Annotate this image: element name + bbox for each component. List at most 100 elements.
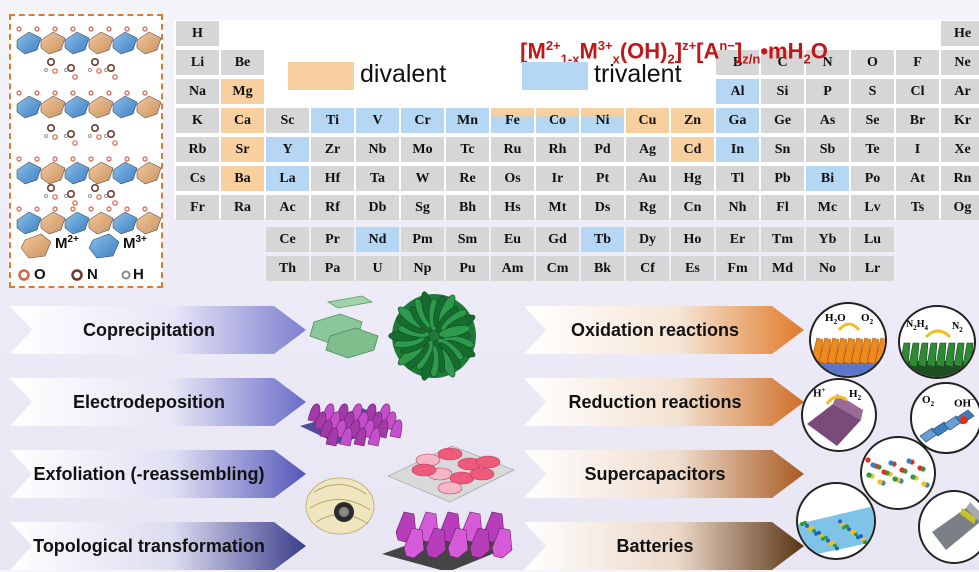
element-na: Na: [176, 79, 219, 104]
methods-arrow-2: Exfoliation (-reassembling): [10, 448, 308, 500]
element-ar: Ar: [941, 79, 979, 104]
topological-nanoplates-illustration: [382, 511, 513, 570]
nitrogen-product-label: N2: [952, 321, 963, 334]
element-ti: Ti: [311, 108, 354, 133]
element-mg: Mg: [221, 79, 264, 104]
element-al: Al: [716, 79, 759, 104]
element-be: Be: [221, 50, 264, 75]
element-n: N: [806, 50, 849, 75]
element-ho: Ho: [671, 227, 714, 252]
m2-octahedron-icon: [20, 233, 52, 259]
hexagonal-nanosheets-illustration: [309, 295, 379, 359]
element-nd: Nd: [356, 227, 399, 252]
element-ta: Ta: [356, 166, 399, 191]
element-as: As: [806, 108, 849, 133]
element-ni: Ni: [581, 108, 624, 133]
element-u: U: [356, 256, 399, 281]
element-c: C: [761, 50, 804, 75]
element-o: O: [851, 50, 894, 75]
element-zr: Zr: [311, 137, 354, 162]
element-lv: Lv: [851, 195, 894, 220]
applications-arrow-3: Batteries: [524, 520, 806, 572]
element-br: Br: [896, 108, 939, 133]
element-cr: Cr: [401, 108, 444, 133]
element-bi: Bi: [806, 166, 849, 191]
element-v: V: [356, 108, 399, 133]
methods-label-1: Electrodeposition: [72, 391, 225, 412]
element-tl: Tl: [716, 166, 759, 191]
orr-catalyst-circle: O2 OH−: [910, 382, 979, 454]
element-pd: Pd: [581, 137, 624, 162]
element-sm: Sm: [446, 227, 489, 252]
element-pu: Pu: [446, 256, 489, 281]
element-ds: Ds: [581, 195, 624, 220]
element-s: S: [851, 79, 894, 104]
element-fm: Fm: [716, 256, 759, 281]
element-re: Re: [446, 166, 489, 191]
element-ts: Ts: [896, 195, 939, 220]
supercapacitor-structure-circle: [860, 436, 936, 510]
element-pr: Pr: [311, 227, 354, 252]
applications-label-3: Batteries: [616, 535, 694, 556]
element-p: P: [806, 79, 849, 104]
element-y: Y: [266, 137, 309, 162]
element-ac: Ac: [266, 195, 309, 220]
element-gd: Gd: [536, 227, 579, 252]
element-mc: Mc: [806, 195, 849, 220]
element-se: Se: [851, 108, 894, 133]
element-b: B: [716, 50, 759, 75]
element-pm: Pm: [401, 227, 444, 252]
hydrazine-label: N2H4: [906, 319, 929, 332]
trivalent-color-swatch: [522, 62, 588, 90]
m2-legend-label: M2+: [55, 234, 79, 252]
applications-arrow-0: Oxidation reactions: [524, 304, 806, 356]
element-au: Au: [626, 166, 669, 191]
element-cn: Cn: [671, 195, 714, 220]
element-ir: Ir: [536, 166, 579, 191]
m3-legend-label: M3+: [123, 234, 147, 252]
ldh-morphology-illustrations: [300, 291, 515, 570]
element-cu: Cu: [626, 108, 669, 133]
element-i: I: [896, 137, 939, 162]
element-rn: Rn: [941, 166, 979, 191]
element-zn: Zn: [671, 108, 714, 133]
element-md: Md: [761, 256, 804, 281]
element-xe: Xe: [941, 137, 979, 162]
divalent-legend-label: divalent: [360, 60, 447, 88]
element-cd: Cd: [671, 137, 714, 162]
ldh-layer-structure-illustration: [16, 26, 161, 281]
element-pa: Pa: [311, 256, 354, 281]
element-h: H: [176, 21, 219, 46]
element-cl: Cl: [896, 79, 939, 104]
element-tb: Tb: [581, 227, 624, 252]
water-label: H2O: [825, 312, 846, 327]
element-og: Og: [941, 195, 979, 220]
element-tc: Tc: [446, 137, 489, 162]
nanotube-roll-illustration: [305, 477, 375, 535]
element-er: Er: [716, 227, 759, 252]
element-lu: Lu: [851, 227, 894, 252]
element-cf: Cf: [626, 256, 669, 281]
element-pt: Pt: [581, 166, 624, 191]
nitrogen-legend-label: N: [87, 266, 98, 283]
element-in: In: [716, 137, 759, 162]
element-pb: Pb: [761, 166, 804, 191]
element-k: K: [176, 108, 219, 133]
oxygen-atom-icon: [18, 269, 30, 281]
methods-arrow-0: Coprecipitation: [10, 304, 308, 356]
nitrogen-atom-icon: [71, 269, 83, 281]
exfoliated-nanosheets-illustration: [387, 445, 515, 503]
element-am: Am: [491, 256, 534, 281]
element-at: At: [896, 166, 939, 191]
element-th: Th: [266, 256, 309, 281]
element-ce: Ce: [266, 227, 309, 252]
applications-label-1: Reduction reactions: [568, 391, 742, 412]
element-hg: Hg: [671, 166, 714, 191]
element-ra: Ra: [221, 195, 264, 220]
element-cs: Cs: [176, 166, 219, 191]
element-nh: Nh: [716, 195, 759, 220]
element-ru: Ru: [491, 137, 534, 162]
element-lr: Lr: [851, 256, 894, 281]
